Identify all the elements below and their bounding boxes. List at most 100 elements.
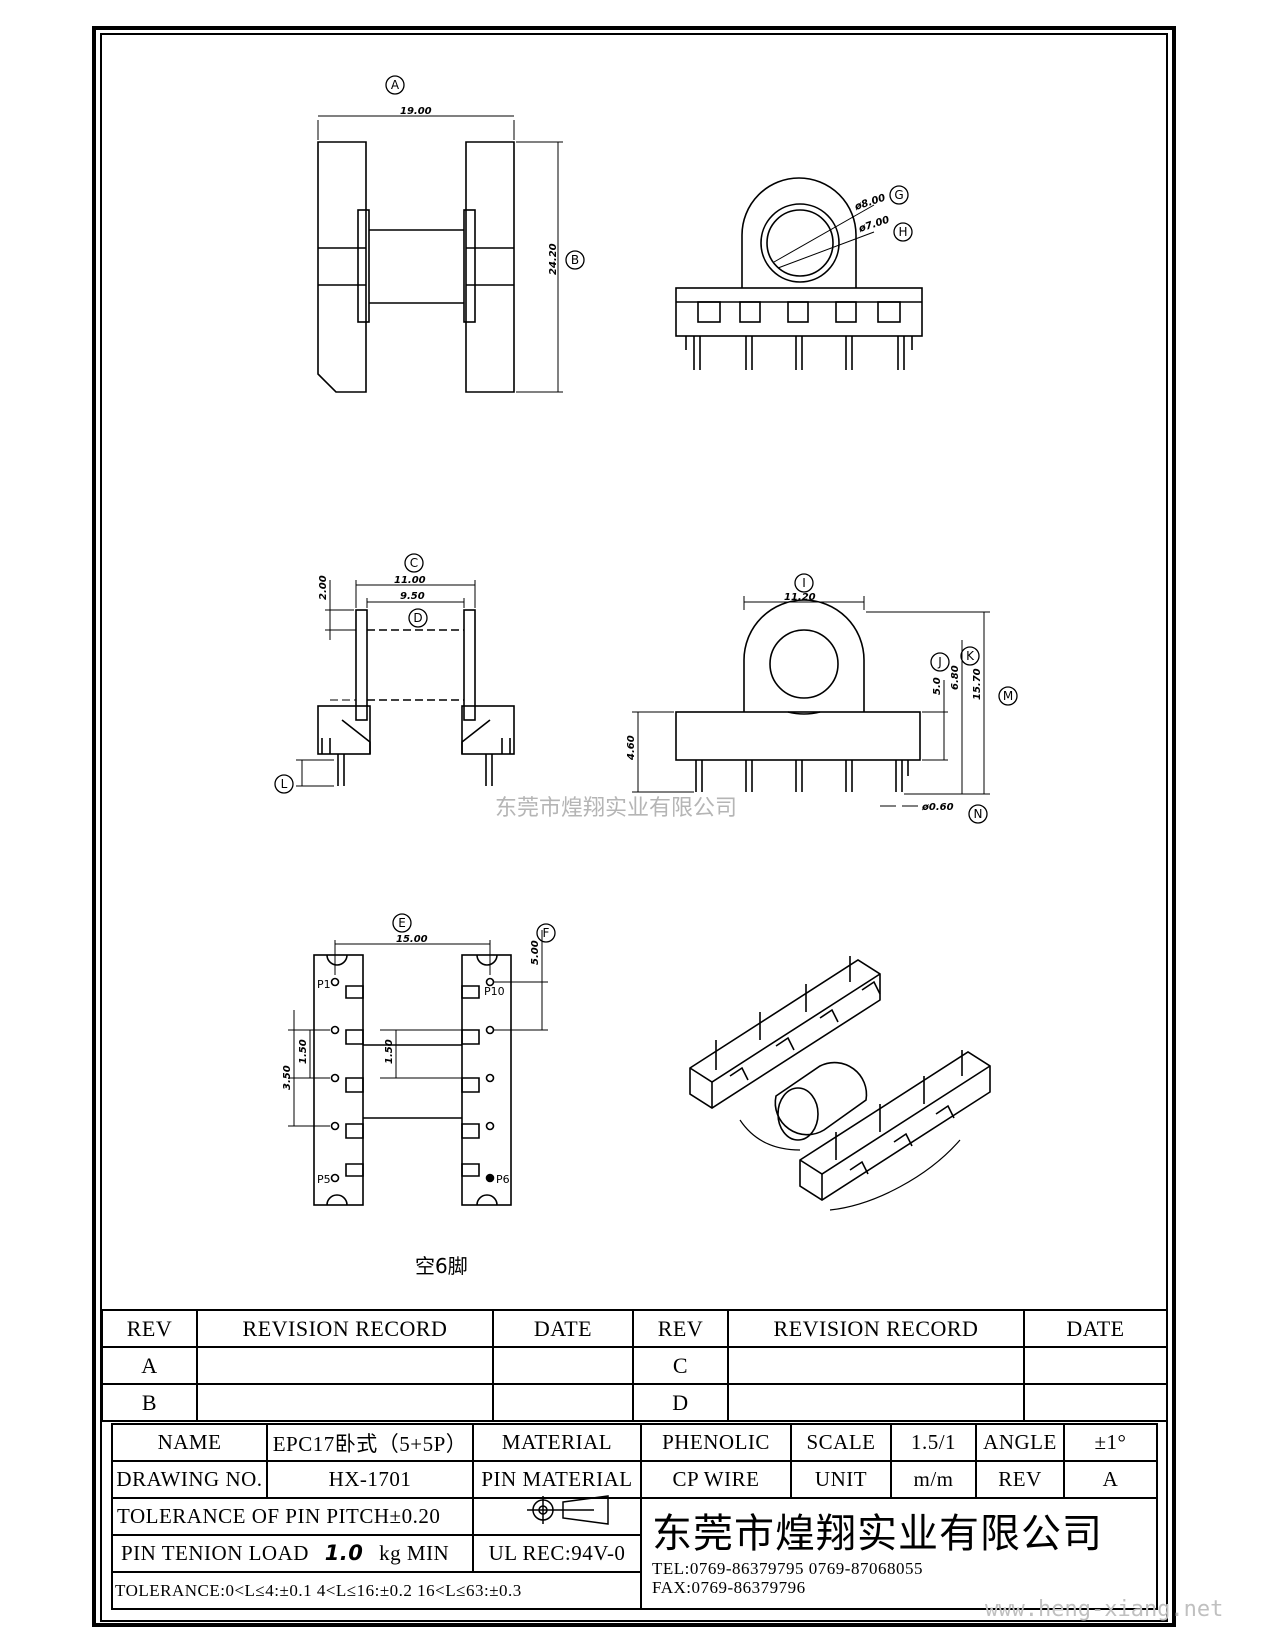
- pin-tension-cell: PIN TENION LOAD 1.0 kg MIN: [111, 1534, 474, 1573]
- watermark-company: 东莞市煌翔实业有限公司: [495, 796, 738, 821]
- callout-g: G: [894, 188, 903, 202]
- pin-tension-suffix: kg MIN: [379, 1541, 450, 1565]
- callout-f: F: [543, 926, 550, 940]
- tolerance-pitch: TOLERANCE OF PIN PITCH±0.20: [111, 1497, 474, 1536]
- company-tel: TEL:0769-86379795 0769-87068055: [652, 1559, 923, 1578]
- end-view: [632, 596, 990, 807]
- dim-4-60: 4.60: [626, 735, 637, 761]
- projection-symbol-cell: [472, 1497, 642, 1536]
- scale-value: 1.5/1: [890, 1423, 977, 1462]
- angle-value: ±1°: [1063, 1423, 1158, 1462]
- revision-row: B D: [101, 1383, 1168, 1422]
- dim-5-0: 5.0: [932, 677, 943, 695]
- title-block: NAME EPC17卧式（5+5P） MATERIAL PHENOLIC SCA…: [111, 1423, 1158, 1610]
- rev-header-2: REV: [632, 1309, 729, 1348]
- dim-3-50: 3.50: [282, 1065, 293, 1090]
- callout-d: D: [413, 611, 422, 625]
- callout-l: L: [281, 777, 288, 791]
- callout-i: I: [802, 576, 806, 590]
- dimension-labels: 19.00 24.20 ø8.00 ø7.00 11.00 9.50 2.00 …: [282, 106, 983, 1090]
- callout-letters: A B G H C D L I J K M N E F: [281, 78, 1014, 940]
- callout-m: M: [1003, 689, 1013, 703]
- rev-a: A: [101, 1346, 198, 1385]
- scale-label: SCALE: [790, 1423, 892, 1462]
- revision-header-row: REV REVISION RECORD DATE REV REVISION RE…: [101, 1309, 1168, 1348]
- drawing-no-label: DRAWING NO.: [111, 1460, 268, 1499]
- material-label: MATERIAL: [472, 1423, 642, 1462]
- isometric-view: [689, 956, 991, 1211]
- rev-a-record: [196, 1346, 494, 1385]
- revision-record-header-2: REVISION RECORD: [727, 1309, 1025, 1348]
- rev-b-date: [492, 1383, 634, 1422]
- revision-record-header-1: REVISION RECORD: [196, 1309, 494, 1348]
- rev-header-1: REV: [101, 1309, 198, 1348]
- top-view: [317, 115, 563, 393]
- callout-b: B: [571, 253, 579, 267]
- dim-19-00: 19.00: [400, 106, 432, 117]
- dim-2-00: 2.00: [318, 575, 329, 600]
- angle-label: ANGLE: [975, 1423, 1065, 1462]
- callout-h: H: [898, 225, 907, 239]
- rev-label: REV: [975, 1460, 1065, 1499]
- pin-material-label: PIN MATERIAL: [472, 1460, 642, 1499]
- pin-material-value: CP WIRE: [640, 1460, 792, 1499]
- rev-c-date: [1023, 1346, 1168, 1385]
- unit-label: UNIT: [790, 1460, 892, 1499]
- front-view: [675, 177, 923, 370]
- rev-c: C: [632, 1346, 729, 1385]
- inner-border: [100, 33, 1168, 1622]
- name-label: NAME: [111, 1423, 268, 1462]
- side-view: [296, 580, 515, 787]
- dim-5-00: 5.00: [530, 940, 541, 965]
- rev-b-record: [196, 1383, 494, 1422]
- dim-6-80: 6.80: [950, 665, 961, 690]
- pin-tension-value: 1.0: [324, 1541, 364, 1565]
- dim-15-00: 15.00: [396, 934, 428, 945]
- pin-tension-prefix: PIN TENION LOAD: [121, 1541, 309, 1565]
- callout-e: E: [398, 916, 406, 930]
- empty-pin-note: 空6脚: [415, 1254, 468, 1278]
- pin-p1: P1: [317, 978, 331, 991]
- rev-value: A: [1063, 1460, 1158, 1499]
- dim-phi-0-60: ø0.60: [921, 802, 954, 813]
- dim-9-50: 9.50: [400, 591, 425, 602]
- pin-p6: P6: [496, 1173, 510, 1186]
- material-value: PHENOLIC: [640, 1423, 792, 1462]
- bottom-view: [288, 930, 548, 1206]
- callout-circles: [274, 75, 1018, 943]
- pin-p5: P5: [317, 1173, 331, 1186]
- date-header-1: DATE: [492, 1309, 634, 1348]
- rev-b: B: [101, 1383, 198, 1422]
- company-block: 东莞市煌翔实业有限公司 TEL:0769-86379795 0769-87068…: [640, 1497, 1158, 1610]
- dim-1-50-right: 1.50: [384, 1039, 395, 1064]
- dim-24-20: 24.20: [548, 243, 559, 275]
- drawing-no-value: HX-1701: [266, 1460, 474, 1499]
- revision-row: A C: [101, 1346, 1168, 1385]
- tolerance-general: TOLERANCE:0<L≤4:±0.1 4<L≤16:±0.2 16<L≤63…: [111, 1571, 642, 1610]
- outer-border: [92, 26, 1176, 1627]
- dim-1-50-left: 1.50: [298, 1039, 309, 1064]
- ul-rec: UL REC:94V-0: [472, 1534, 642, 1573]
- dim-11-00: 11.00: [394, 575, 426, 586]
- company-name: 东莞市煌翔实业有限公司: [652, 1511, 1103, 1557]
- rev-d-date: [1023, 1383, 1168, 1422]
- rev-a-date: [492, 1346, 634, 1385]
- dim-15-70: 15.70: [972, 668, 983, 700]
- rev-d: D: [632, 1383, 729, 1422]
- unit-value: m/m: [890, 1460, 977, 1499]
- callout-j: J: [937, 655, 942, 669]
- dim-11-20: 11.20: [784, 592, 816, 603]
- company-fax: FAX:0769-86379796: [652, 1578, 806, 1597]
- revision-table: REV REVISION RECORD DATE REV REVISION RE…: [101, 1309, 1168, 1422]
- date-header-2: DATE: [1023, 1309, 1168, 1348]
- callout-k: K: [966, 649, 975, 663]
- pin-p10: P10: [484, 985, 505, 998]
- callout-a: A: [391, 78, 400, 92]
- pin-labels: P1 P10 P5 P6: [317, 978, 510, 1186]
- rev-d-record: [727, 1383, 1025, 1422]
- watermark-url: www.heng-xiang.net: [985, 1597, 1224, 1622]
- rev-c-record: [727, 1346, 1025, 1385]
- callout-c: C: [410, 556, 418, 570]
- name-value: EPC17卧式（5+5P）: [266, 1423, 474, 1462]
